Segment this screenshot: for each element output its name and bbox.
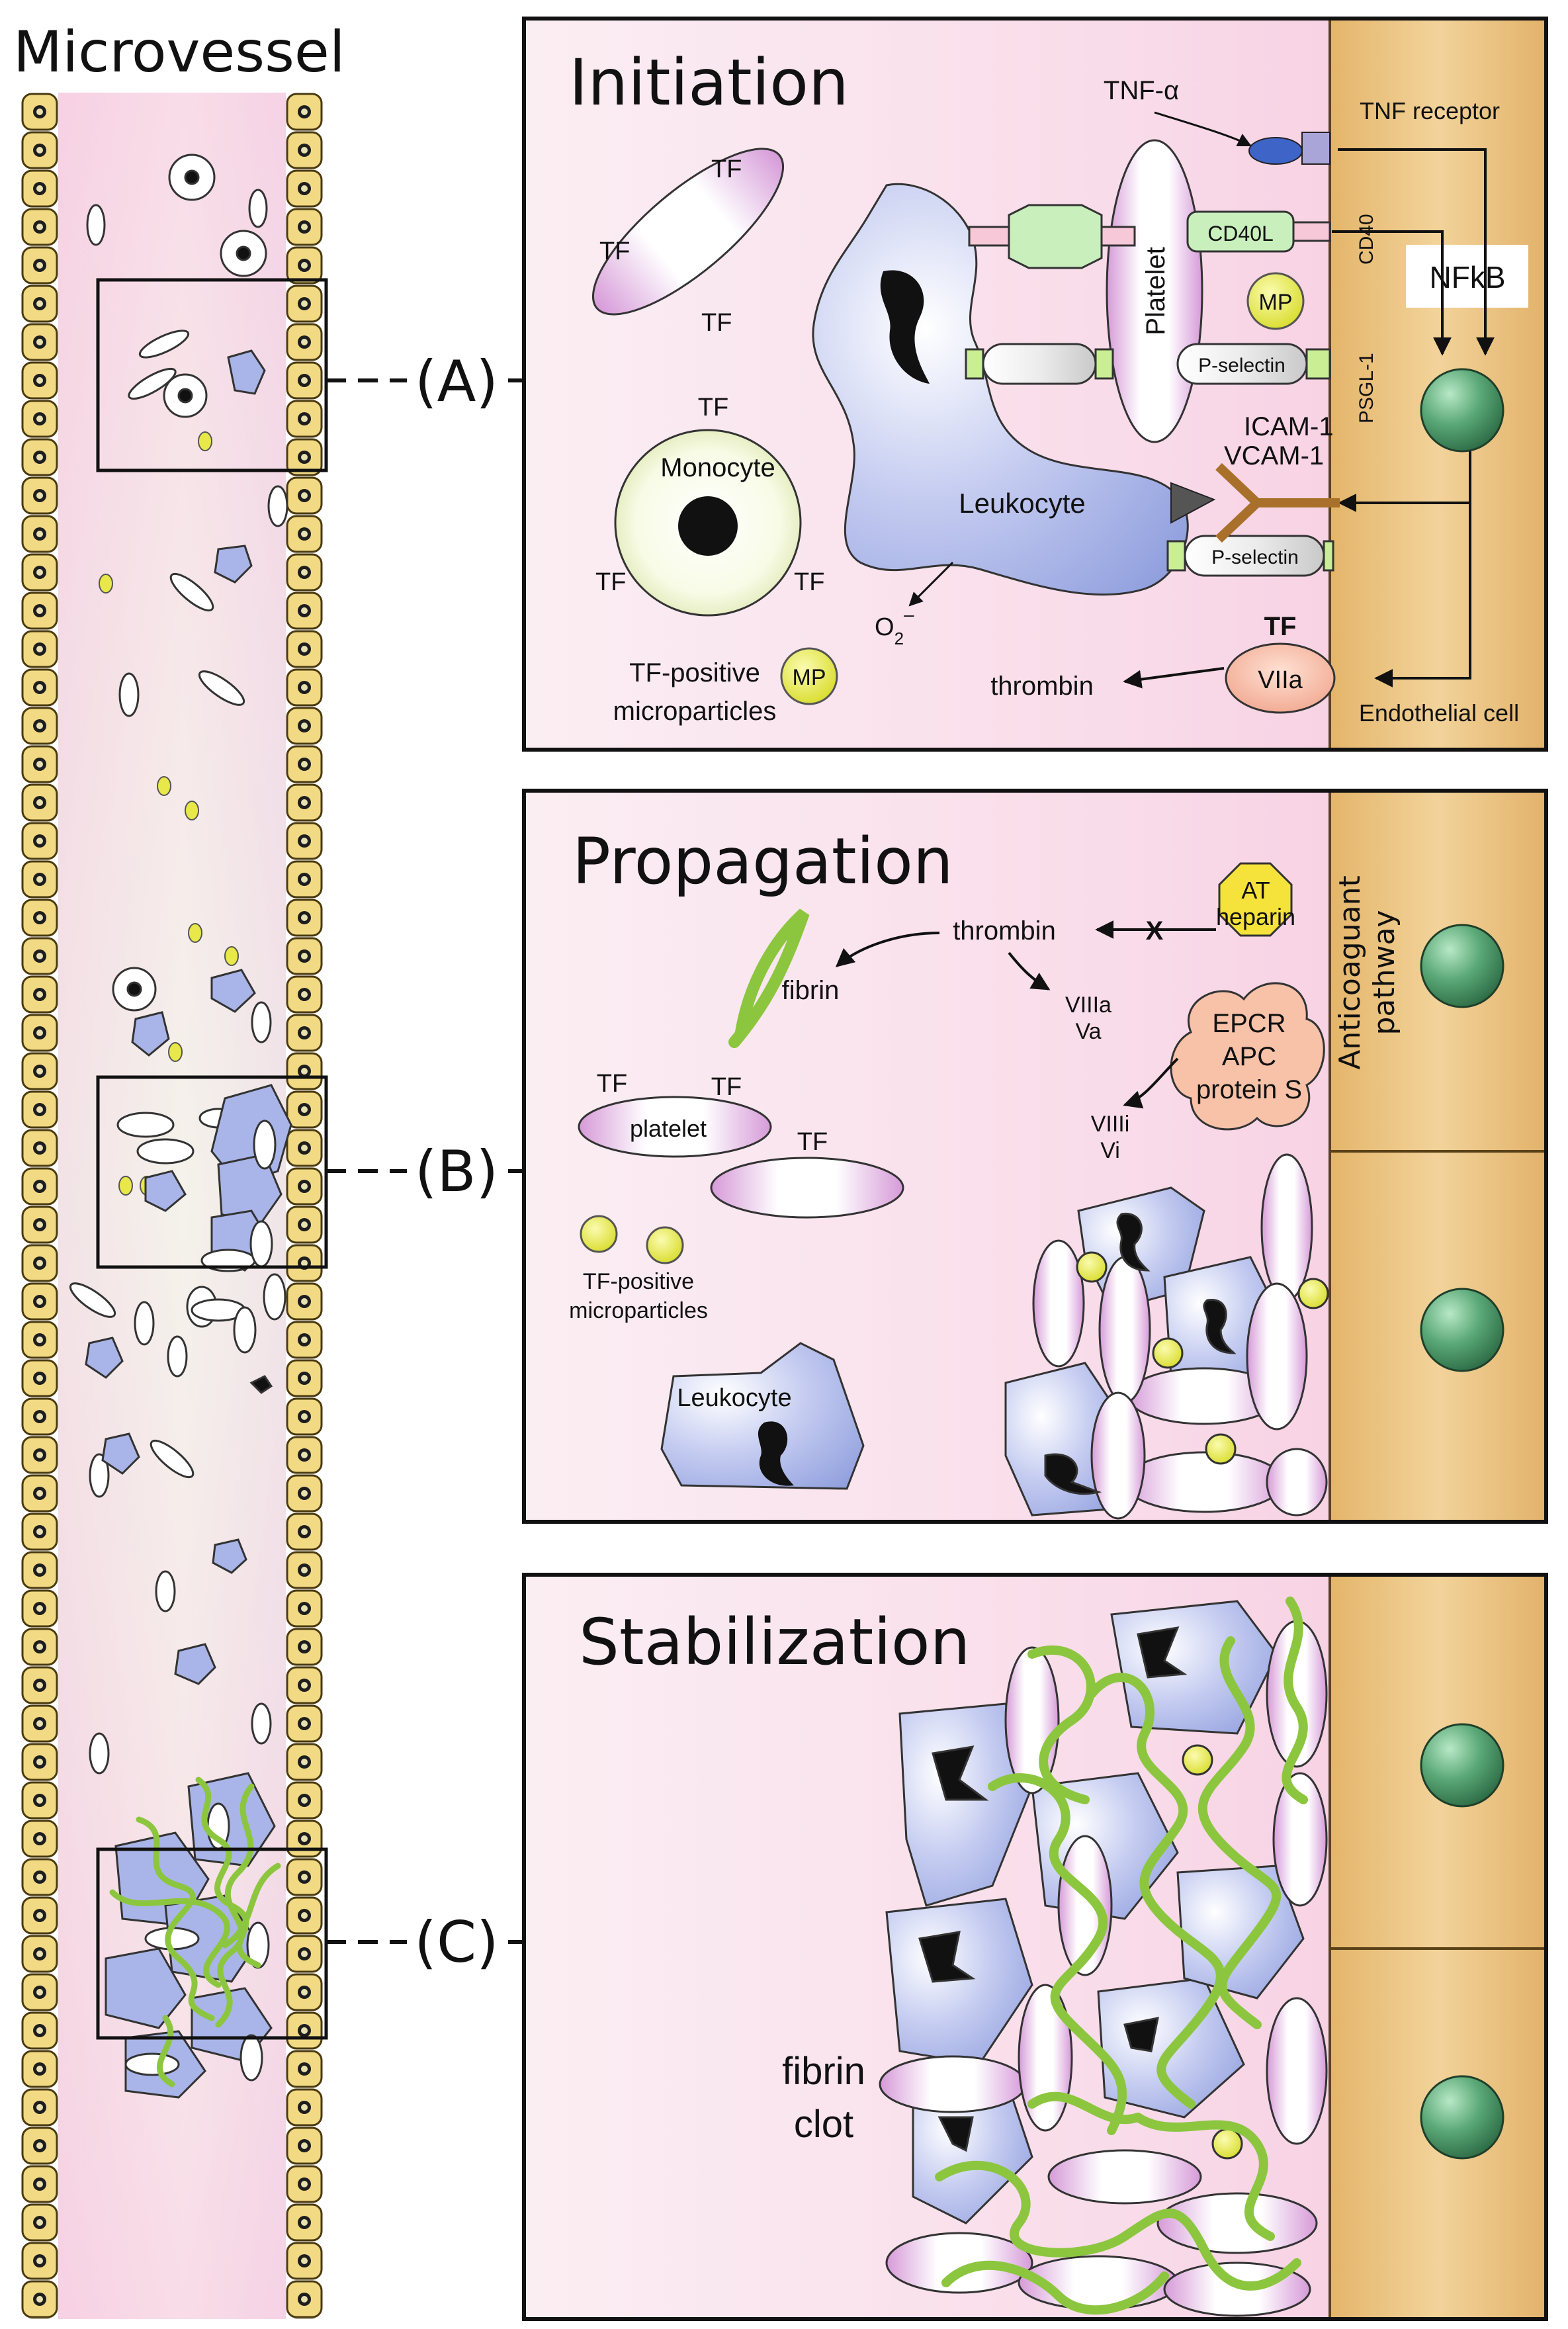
protein-s-label: protein S — [1196, 1075, 1302, 1104]
tf-platelets-b: platelet TF TF TF — [578, 1070, 904, 1219]
superoxide-label: O2– — [875, 604, 914, 648]
viia-label: VIIa — [1258, 666, 1303, 694]
endothelial-nucleus — [1420, 1288, 1504, 1372]
vessel-cells — [69, 154, 288, 1775]
tf-label: TF — [711, 1073, 742, 1101]
vessel-wall-right — [286, 93, 323, 2319]
thrombin-label: thrombin — [953, 916, 1056, 945]
pathway-label: pathway — [1368, 910, 1401, 1035]
panel-a-endothelial-cell — [1328, 17, 1547, 751]
callout-label-b: (B) — [415, 1139, 498, 1205]
inhibit-x-mark: X — [1146, 916, 1164, 945]
panel-a-heading: Initiation — [569, 46, 849, 120]
endothelial-nucleus — [1420, 368, 1504, 453]
vessel-wall-left — [21, 93, 58, 2319]
endothelial-cell-label: Endothelial cell — [1359, 699, 1519, 726]
leukocyte-b: Leukocyte — [660, 1342, 865, 1490]
psgl1-label: PSGL-1 — [1356, 353, 1377, 423]
tf-label: TF — [698, 394, 728, 421]
tf-label: TF — [797, 1128, 828, 1156]
anticoagulant-label: Anticoaguant — [1333, 875, 1367, 1069]
vessel-aggregate-b — [191, 1084, 292, 1394]
fibrin-clot-label: fibrin — [782, 2050, 865, 2093]
epcr-label: EPCR — [1212, 1009, 1285, 1038]
tf-positive-label: TF-positive — [629, 658, 760, 687]
anticoagulant-pathway: AT heparin Anticoaguant pathway X — [1095, 862, 1401, 1070]
tf-positive-mp-legend: TF-positive microparticles MP — [613, 647, 838, 726]
callout-box-a — [96, 278, 328, 472]
fibrin-strand — [728, 908, 810, 1048]
panel-c-heading: Stabilization — [579, 1605, 970, 1679]
va-label: Va — [1075, 1019, 1101, 1044]
cd40-label: CD40 — [1356, 214, 1377, 265]
vessel-fibrin — [109, 1777, 281, 2087]
tf-platelet-diagonal: TF TF TF — [591, 148, 785, 337]
microvessel: Microvessel — [13, 19, 523, 2319]
p-selectin-label: P-selectin — [1211, 547, 1299, 568]
tnf-receptor-label: TNF receptor — [1360, 97, 1500, 124]
epcr-apc-protein-s: EPCR APC protein S — [1170, 982, 1325, 1131]
tf-label: TF — [701, 309, 732, 337]
apc-label: APC — [1222, 1042, 1276, 1071]
callout-leaders — [326, 378, 523, 1944]
heparin-label: heparin — [1216, 903, 1295, 930]
panel-stabilization: Stabilization fibrin clot — [522, 1573, 1548, 2321]
at-label: AT — [1241, 877, 1270, 904]
microvessel-title: Microvessel — [13, 19, 345, 85]
callout-label-c: (C) — [414, 1910, 498, 1976]
tf-label: TF — [595, 568, 626, 596]
p-selectin-label: P-selectin — [1198, 355, 1285, 376]
panel-propagation: Propagation AT heparin Anticoaguant path… — [522, 789, 1548, 1524]
aggregate-b — [1004, 1153, 1329, 1520]
tf-viia-complex: TF VIIa thrombin — [990, 612, 1336, 714]
platelet-a: Platelet — [1106, 139, 1203, 443]
fibrin-clot-label: clot — [794, 2103, 853, 2146]
endothelial-signalling: CD40 PSGL-1 NFkB ICAM-1 VCAM-1 Endotheli… — [1215, 148, 1528, 726]
microparticle-a: MP — [1246, 272, 1305, 330]
receptor-pairs — [965, 204, 1334, 577]
mp-label: MP — [1259, 290, 1293, 315]
tnf-signal: TNF-α TNF receptor — [1104, 76, 1500, 165]
leukocyte-label: Leukocyte — [677, 1384, 791, 1412]
tf-label: TF — [597, 1070, 627, 1098]
callout-label-a: (A) — [415, 349, 498, 415]
vessel-leukocytes — [85, 349, 266, 1685]
endothelial-nucleus — [1420, 924, 1504, 1008]
viiii-label: VIIIi — [1091, 1112, 1130, 1137]
tf-label: TF — [1264, 612, 1297, 641]
icam1-label: ICAM-1 — [1244, 412, 1334, 441]
leukocyte-a: Leukocyte O2– — [812, 183, 1216, 648]
vessel-microparticles — [99, 431, 259, 1214]
fibrin-label: fibrin — [782, 976, 840, 1005]
endothelial-nucleus — [1420, 2075, 1504, 2160]
viiia-label: VIIIa — [1065, 992, 1111, 1018]
tf-label: TF — [599, 238, 630, 265]
endothelial-nucleus — [1420, 1723, 1504, 1808]
mp-label: MP — [793, 665, 826, 690]
microparticles-label: microparticles — [569, 1298, 708, 1323]
tf-label: TF — [794, 568, 824, 596]
vi-label: Vi — [1100, 1138, 1120, 1163]
microparticles-label: microparticles — [613, 697, 777, 726]
tnf-alpha-label: TNF-α — [1104, 76, 1179, 105]
cd40l-label: CD40L — [1207, 222, 1274, 245]
tf-label: TF — [711, 155, 742, 183]
vcam1-label: VCAM-1 — [1224, 441, 1324, 470]
tf-positive-label: TF-positive — [583, 1269, 694, 1294]
monocyte-label: Monocyte — [660, 453, 775, 482]
platelet-label: platelet — [630, 1115, 707, 1142]
panel-b-heading: Propagation — [572, 824, 953, 899]
tf-positive-mp-b: TF-positive microparticles — [569, 1215, 708, 1323]
nfkb-label: NFkB — [1430, 260, 1506, 294]
platelet-label: Platelet — [1141, 247, 1170, 335]
panel-initiation: Initiation TF TF TF Monocyte TF TF TF Le… — [522, 17, 1548, 752]
clot-fibrin — [935, 1597, 1308, 2315]
clot-cells — [879, 1600, 1328, 2317]
monocyte: Monocyte TF TF TF — [595, 394, 824, 617]
leukocyte-label: Leukocyte — [959, 488, 1085, 519]
thrombin-label: thrombin — [990, 672, 1094, 701]
